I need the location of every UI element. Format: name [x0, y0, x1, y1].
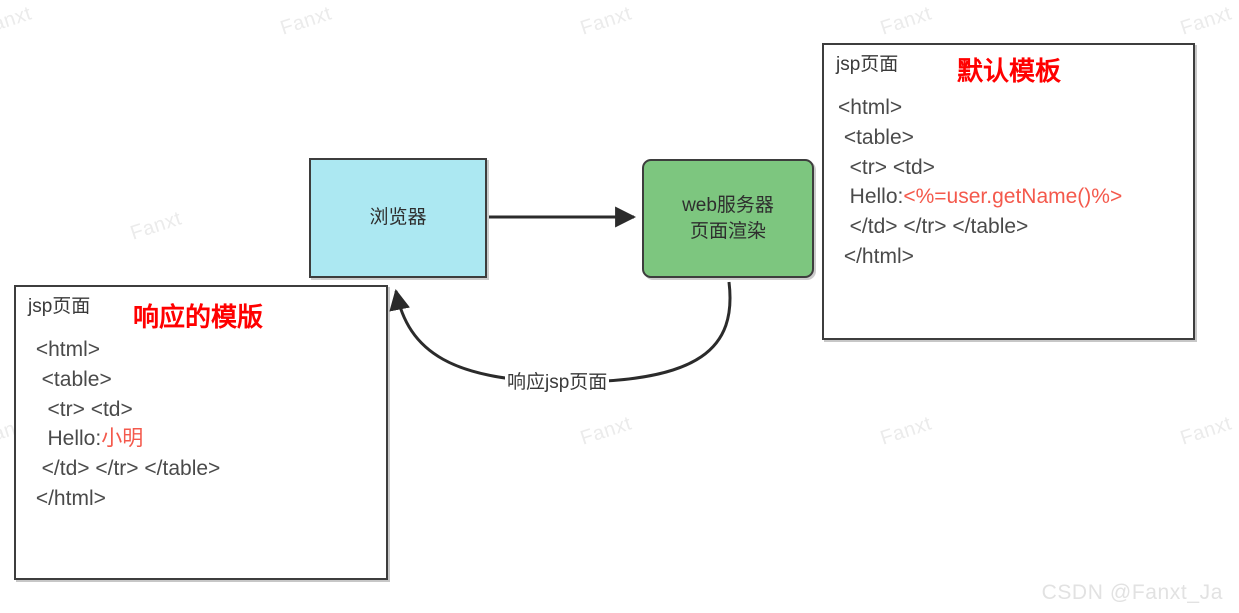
panel-default-template-head: jsp页面 默认模板	[824, 45, 1193, 89]
panel-default-template-code: <html> <table> <tr> <td> Hello:<%=user.g…	[824, 89, 1193, 272]
code-line: Hello:<%=user.getName()%>	[838, 182, 1193, 212]
code-text: <table>	[30, 367, 112, 391]
code-text: </td> </tr> </table>	[838, 215, 1029, 239]
code-text: <html>	[30, 338, 101, 361]
code-line: </td> </tr> </table>	[30, 454, 386, 484]
edge-response-label: 响应jsp页面	[505, 367, 610, 394]
code-text: Hello:	[30, 427, 102, 451]
code-text: <tr> <td>	[30, 397, 133, 421]
node-browser-label: 浏览器	[369, 207, 427, 229]
code-line: </html>	[30, 484, 386, 514]
node-web-server[interactable]: web服务器 页面渲染	[642, 159, 814, 278]
code-highlight: <%=user.getName()%>	[903, 185, 1123, 209]
node-browser[interactable]: 浏览器	[309, 158, 487, 278]
code-line: <tr> <td>	[838, 153, 1193, 183]
panel-response-template-head: jsp页面 响应的模版	[16, 287, 386, 332]
panel-default-template-kind: jsp页面	[836, 54, 899, 75]
node-web-server-label: web服务器 页面渲染	[682, 194, 774, 242]
panel-response-template-tag: 响应的模版	[133, 302, 264, 332]
panel-default-template: jsp页面 默认模板 <html> <table> <tr> <td> Hell…	[822, 43, 1195, 340]
csdn-credit-watermark: CSDN @Fanxt_Ja	[1041, 581, 1223, 604]
code-highlight: 小明	[101, 427, 144, 451]
code-line: <table>	[30, 365, 386, 395]
code-line: </td> </tr> </table>	[838, 212, 1193, 242]
code-text: Hello:	[838, 185, 904, 209]
code-line: <html>	[838, 93, 1193, 123]
code-line: <html>	[30, 335, 386, 365]
code-text: <tr> <td>	[838, 155, 935, 179]
code-line: <tr> <td>	[30, 395, 386, 425]
code-line: </html>	[838, 242, 1193, 272]
code-text: </html>	[838, 245, 914, 269]
panel-response-template: jsp页面 响应的模版 <html> <table> <tr> <td> Hel…	[14, 285, 388, 580]
code-text: <table>	[838, 125, 914, 149]
code-line: Hello:小明	[30, 424, 386, 454]
code-line: <table>	[838, 123, 1193, 153]
panel-default-template-tag: 默认模板	[957, 56, 1062, 86]
code-text: </html>	[30, 487, 106, 511]
panel-response-template-code: <html> <table> <tr> <td> Hello:小明 </td> …	[16, 331, 386, 514]
code-text: <html>	[838, 96, 903, 119]
panel-response-template-kind: jsp页面	[28, 296, 91, 317]
code-text: </td> </tr> </table>	[30, 457, 221, 481]
